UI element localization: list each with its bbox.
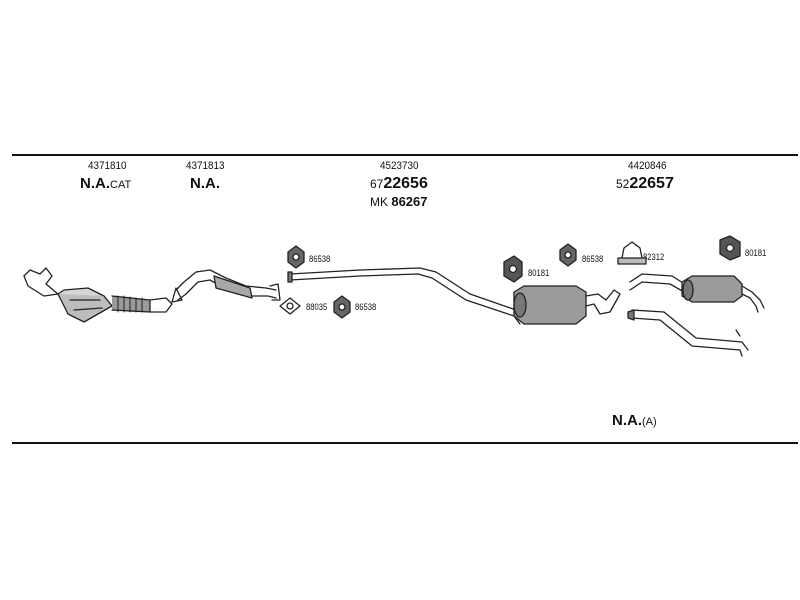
- hanger-mount-h3-icon: [333, 295, 351, 319]
- hanger-mount-h5-icon: [559, 243, 577, 267]
- group1-label: N.A.CAT: [80, 175, 131, 192]
- top-divider: [12, 154, 798, 156]
- group2-part-number: 4371813: [186, 160, 225, 172]
- group1-part-number: 4371810: [88, 160, 127, 172]
- group4-prefix: 52: [616, 177, 630, 191]
- hardware-label-h6: 82312: [643, 252, 665, 262]
- group3-prefix: 67: [370, 177, 384, 191]
- footnote: N.A.(A): [612, 412, 657, 429]
- tail-pipe-part: [627, 309, 749, 357]
- group2-main: N.A.: [190, 175, 220, 192]
- footnote-suffix: (A): [642, 416, 657, 428]
- hanger-mount-h7-icon: [719, 235, 741, 261]
- hardware-label-h3: 86538: [355, 302, 377, 312]
- group4-main: 22657: [629, 175, 674, 192]
- group4-part-number: 4420846: [628, 160, 667, 172]
- clamp-h6-icon: [617, 241, 647, 265]
- rear-silencer-part: [629, 273, 765, 313]
- group3-part-number: 4523730: [380, 160, 419, 172]
- intermediate-pipe-part: [287, 267, 525, 325]
- group4-label: 5222657: [616, 175, 674, 193]
- hanger-mount-h4-icon: [503, 255, 523, 283]
- hardware-label-h5: 86538: [582, 254, 604, 264]
- group1-suffix: CAT: [110, 179, 132, 191]
- hardware-label-h1: 86538: [309, 254, 331, 264]
- gasket-h2-icon: [279, 297, 301, 315]
- group3-kit: MK 86267: [370, 194, 428, 209]
- hardware-label-h4: 80181: [528, 268, 550, 278]
- hardware-label-h7: 80181: [745, 248, 767, 258]
- group3-label: 6722656: [370, 175, 428, 193]
- group3-kit-number: 86267: [391, 194, 428, 209]
- bottom-divider: [12, 442, 798, 444]
- hanger-mount-h1-icon: [287, 245, 305, 269]
- front-pipe-part: [171, 269, 281, 303]
- group3-kit-prefix: MK: [370, 195, 388, 209]
- middle-muffler-part: [513, 285, 621, 325]
- group3-main: 22656: [383, 175, 428, 192]
- hardware-label-h2: 88035: [306, 302, 328, 312]
- catalytic-converter-part: [23, 267, 173, 323]
- group1-main: N.A.: [80, 175, 110, 192]
- footnote-main: N.A.: [612, 412, 642, 429]
